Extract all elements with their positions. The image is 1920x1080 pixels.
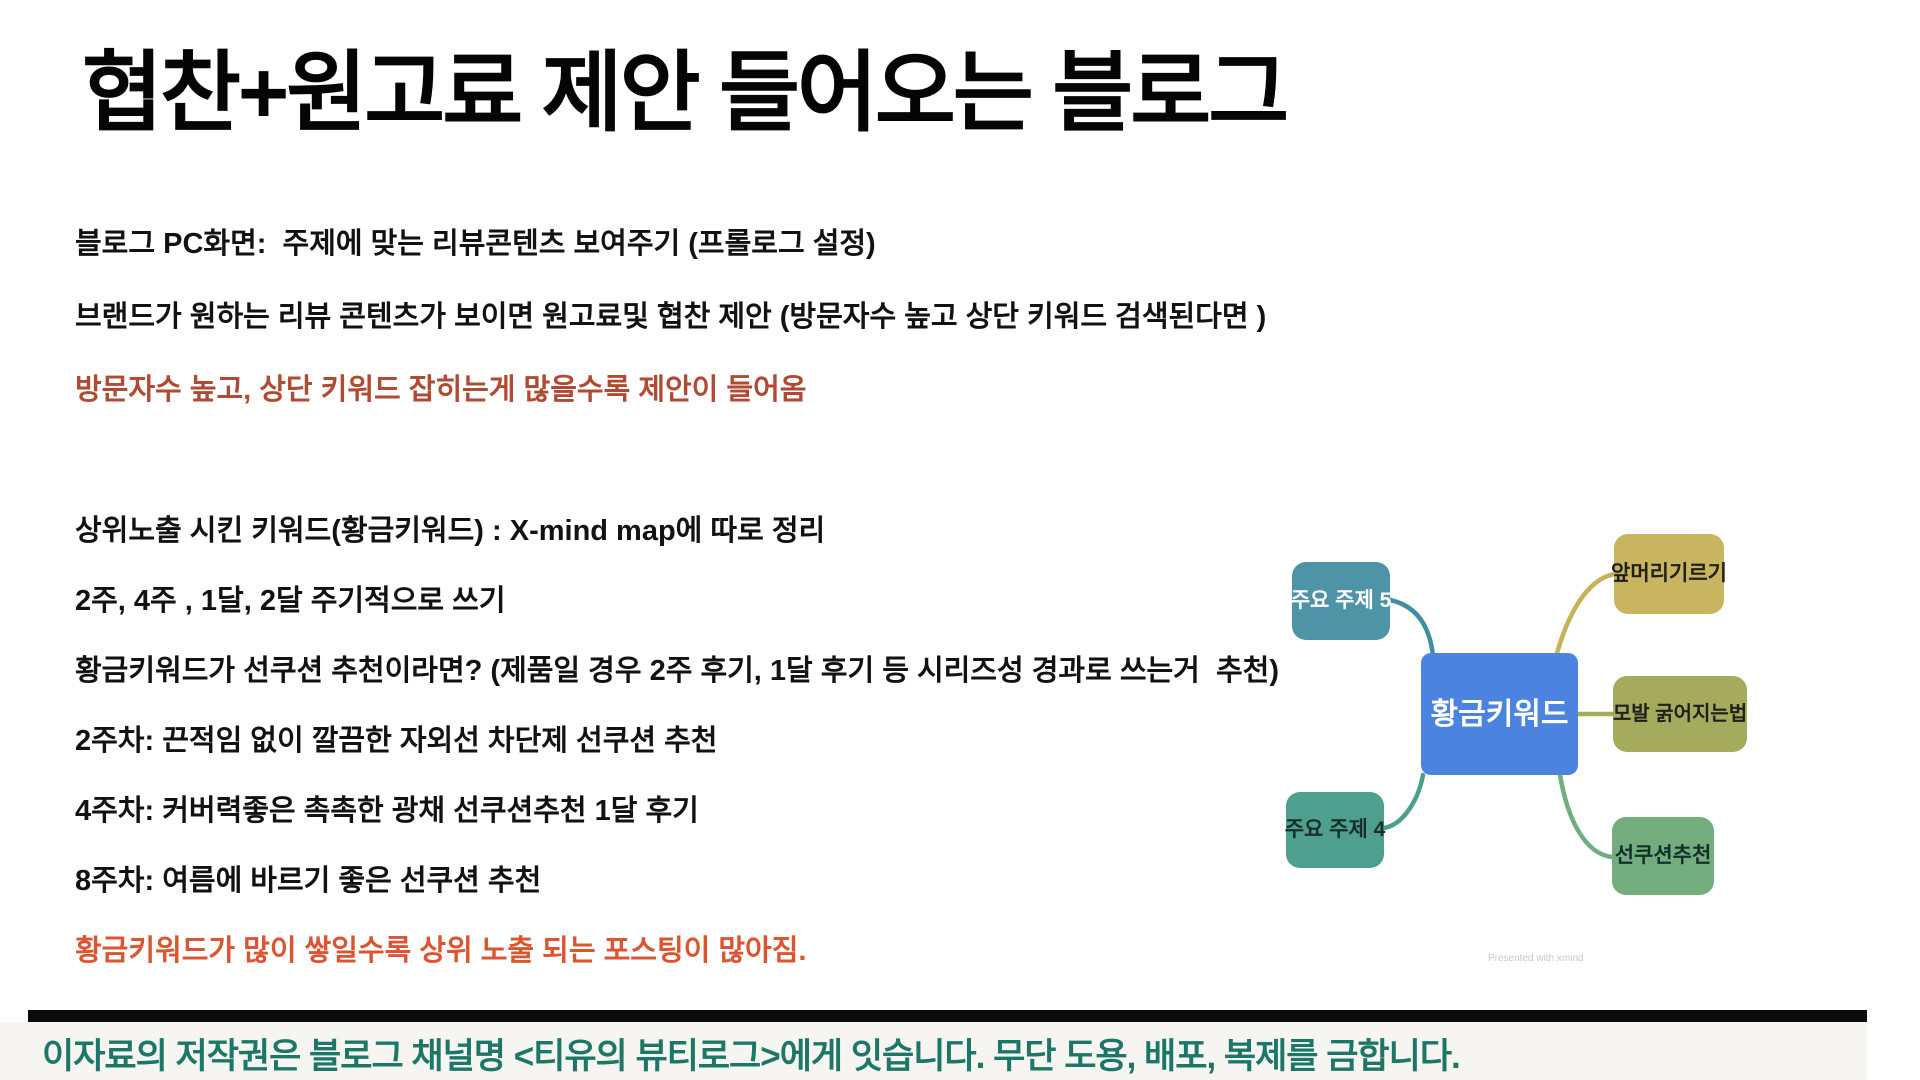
mindmap-node-bangs: 앞머리기르기 bbox=[1611, 534, 1727, 614]
body-line-emphasis-red: 방문자수 높고, 상단 키워드 잡히는게 많을수록 제안이 들어옴 bbox=[75, 374, 807, 406]
xmind-watermark: Presented with xmind bbox=[1488, 953, 1584, 964]
body-line: 4주차: 커버력좋은 촉촉한 광채 선쿠션추천 1달 후기 bbox=[75, 795, 699, 827]
body-line: 2주, 4주 , 1달, 2달 주기적으로 쓰기 bbox=[75, 585, 506, 617]
body-line: 브랜드가 원하는 리뷰 콘텐츠가 보이면 원고료및 협찬 제안 (방문자수 높고… bbox=[75, 301, 1267, 333]
page-title: 협찬+원고료 제안 들어오는 블로그 bbox=[82, 43, 1289, 142]
body-line: 블로그 PC화면: 주제에 맞는 리뷰콘텐츠 보여주기 (프롤로그 설정) bbox=[75, 228, 876, 260]
mindmap-node-center-keyword: 황금키워드 bbox=[1421, 653, 1578, 775]
copyright-notice: 이자료의 저작권은 블로그 채널명 <티유의 뷰티로그>에게 잇습니다. 무단 … bbox=[42, 1037, 1461, 1076]
footer-divider-bar bbox=[28, 1010, 1867, 1022]
body-line: 8주차: 여름에 바르기 좋은 선쿠션 추천 bbox=[75, 865, 542, 897]
mindmap-node-topic5: 주요 주제 5 bbox=[1291, 562, 1391, 640]
mindmap-connector-lines bbox=[1381, 571, 1617, 860]
body-line: 2주차: 끈적임 없이 깔끔한 자외선 차단제 선쿠션 추천 bbox=[75, 725, 718, 757]
body-line: 상위노출 시킨 키워드(황금키워드) : X-mind map에 따로 정리 bbox=[75, 515, 826, 547]
mindmap-node-hair: 모발 굵어지는법 bbox=[1613, 676, 1747, 752]
mindmap-node-topic4: 주요 주제 4 bbox=[1285, 792, 1385, 868]
mindmap-node-cushion: 선쿠션추천 bbox=[1612, 817, 1714, 895]
body-line: 황금키워드가 선쿠션 추천이라면? (제품일 경우 2주 후기, 1달 후기 등… bbox=[75, 655, 1279, 687]
body-line-emphasis-red: 황금키워드가 많이 쌓일수록 상위 노출 되는 포스팅이 많아짐. bbox=[75, 935, 807, 967]
footer-band bbox=[0, 1022, 1867, 1080]
